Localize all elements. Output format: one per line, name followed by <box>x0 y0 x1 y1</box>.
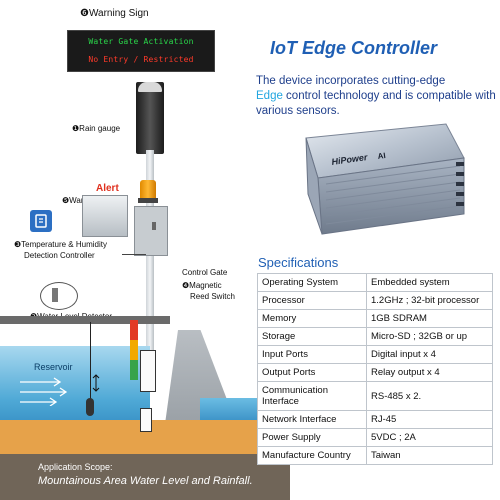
warning-sign-board: Water Gate Activation No Entry / Restric… <box>67 30 215 72</box>
rain-gauge-cap <box>138 82 162 92</box>
water-level-meter <box>130 320 138 380</box>
spec-key: Operating System <box>257 273 367 292</box>
spec-key: Input Ports <box>257 345 367 364</box>
application-scope-text: Mountainous Area Water Level and Rainfal… <box>38 475 253 487</box>
spec-value: Relay output x 4 <box>366 363 493 382</box>
control-cabinet <box>134 206 168 256</box>
reed-switch-label-2: Reed Switch <box>190 292 235 301</box>
spec-value: 5VDC ; 2A <box>366 428 493 447</box>
product-title: IoT Edge Controller <box>270 38 438 58</box>
temp-controller-label-1: ❸Temperature & Humidity <box>14 240 107 249</box>
spec-value: Embedded system <box>366 273 493 292</box>
spec-key: Network Interface <box>257 410 367 429</box>
control-gate-label: Control Gate <box>182 268 228 277</box>
reed-switch-label-1: ❹Magnetic <box>182 281 222 290</box>
rain-gauge-device <box>136 82 164 154</box>
spec-value: RJ-45 <box>366 410 493 429</box>
lower-gate-icon <box>140 408 152 432</box>
spec-value: Taiwan <box>366 446 493 465</box>
device-brand-suffix: AI <box>377 151 386 161</box>
spec-value: Digital input x 4 <box>366 345 493 364</box>
probe-cable <box>90 322 91 408</box>
rain-gauge-label: ❶Rain gauge <box>72 124 121 133</box>
reservoir-label: Reservoir <box>34 362 73 372</box>
spec-key: Power Supply <box>257 428 367 447</box>
alert-label: Alert <box>96 183 119 194</box>
warning-sign-line1: Water Gate Activation <box>88 37 194 46</box>
spec-key: Storage <box>257 327 367 346</box>
warning-light-icon <box>140 180 156 198</box>
spec-value: RS-485 x 2. <box>366 381 493 411</box>
temp-controller-label-2: Detection Controller <box>24 251 95 260</box>
cabinet-lock-icon <box>152 222 156 230</box>
product-description-part1: The device incorporates cutting-edge <box>256 75 446 87</box>
warning-light-base <box>138 198 158 203</box>
spec-key: Manufacture Country <box>257 446 367 465</box>
product-description-part2: control technology and is compatible wit… <box>256 90 496 117</box>
spec-key: Memory <box>257 309 367 328</box>
warning-sign-label: ❻Warning Sign <box>80 8 149 19</box>
spec-key: Output Ports <box>257 363 367 382</box>
spec-key: Processor <box>257 291 367 310</box>
product-description-highlight: Edge <box>256 90 283 102</box>
specifications-title: Specifications <box>258 255 339 270</box>
control-gate-icon <box>140 350 156 392</box>
sensor-pole <box>146 150 154 390</box>
dam-top-wall <box>0 316 170 324</box>
water-level-probe-icon <box>52 288 58 302</box>
edge-controller-device-image: HiPower AI <box>305 123 465 235</box>
level-arrow-icon <box>92 374 100 392</box>
controller-app-icon <box>30 210 52 232</box>
spec-value: 1GB SDRAM <box>366 309 493 328</box>
water-flow-arrows-icon <box>20 377 68 406</box>
warning-sign-line2: No Entry / Restricted <box>88 55 194 64</box>
probe-sensor-icon <box>86 398 94 416</box>
spec-value: 1.2GHz ; 32-bit processor <box>366 291 493 310</box>
application-scope-bar <box>0 454 290 500</box>
application-scope-heading: Application Scope: <box>38 462 113 472</box>
controller-cable <box>122 254 146 255</box>
water-level-detector-icon <box>40 282 78 310</box>
spec-key: Communication Interface <box>257 381 367 411</box>
spec-value: Micro-SD ; 32GB or up <box>366 327 493 346</box>
temperature-controller-device <box>82 195 128 237</box>
